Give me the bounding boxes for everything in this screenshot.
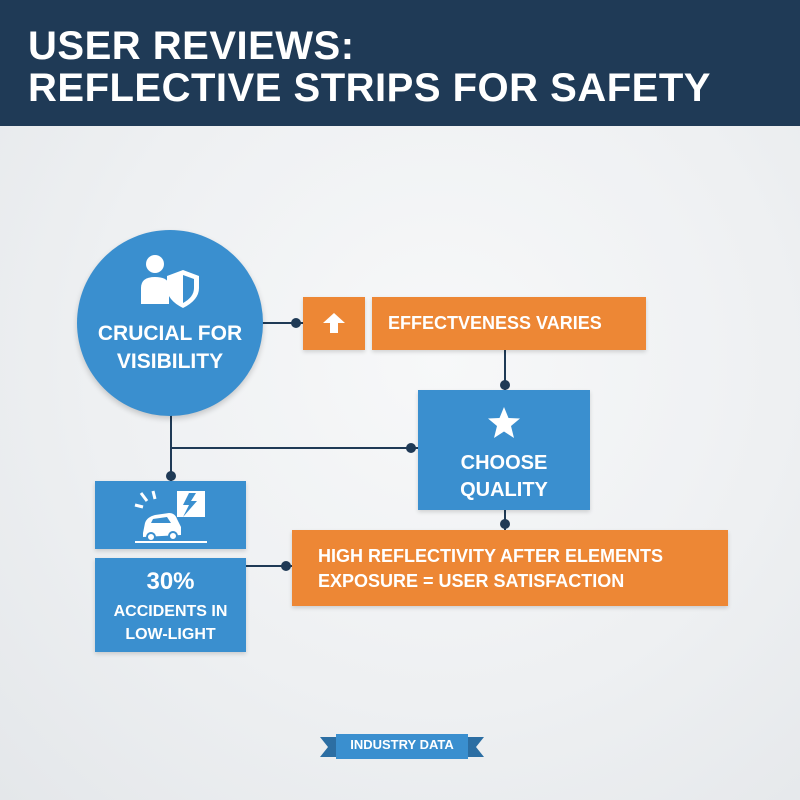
arrow-up-box [303, 297, 365, 350]
footer-label: INDUSTRY DATA [350, 737, 454, 752]
footer-ribbon [320, 734, 484, 759]
header-banner: USER REVIEWS: REFLECTIVE STRIPS FOR SAFE… [0, 0, 800, 126]
connector-dot [500, 380, 510, 390]
quality-node: CHOOSE QUALITY [418, 390, 590, 510]
effectiveness-node: EFFECTVENESS VARIES [372, 297, 646, 350]
result-node: HIGH REFLECTIVITY AFTER ELEMENTS EXPOSUR… [292, 530, 728, 606]
connector-dot [406, 443, 416, 453]
quality-label: CHOOSE QUALITY [460, 452, 548, 501]
page-title-line-2: REFLECTIVE STRIPS FOR SAFETY [28, 66, 711, 110]
statistic-node: 30% ACCIDENTS IN LOW-LIGHT [95, 558, 246, 652]
visibility-node: CRUCIAL FOR VISIBILITY [77, 230, 263, 416]
user-shield-icon [141, 255, 199, 308]
star-icon [488, 407, 520, 438]
visibility-label: CRUCIAL FOR VISIBILITY [97, 322, 243, 373]
statistic-value: 30% [146, 568, 195, 595]
arrow-up-icon [323, 313, 345, 333]
connector-dot [166, 471, 176, 481]
statistic-label: ACCIDENTS IN LOW-LIGHT [113, 603, 228, 643]
accident-icon-box [95, 481, 246, 549]
result-label: HIGH REFLECTIVITY AFTER ELEMENTS EXPOSUR… [318, 546, 664, 591]
connector-dot [281, 561, 291, 571]
connector-dot [291, 318, 301, 328]
car-crash-icon [134, 490, 207, 543]
page-title-line-1: USER REVIEWS: [28, 24, 355, 68]
effectiveness-label: EFFECTVENESS VARIES [388, 313, 602, 333]
connector-dot [500, 519, 510, 529]
